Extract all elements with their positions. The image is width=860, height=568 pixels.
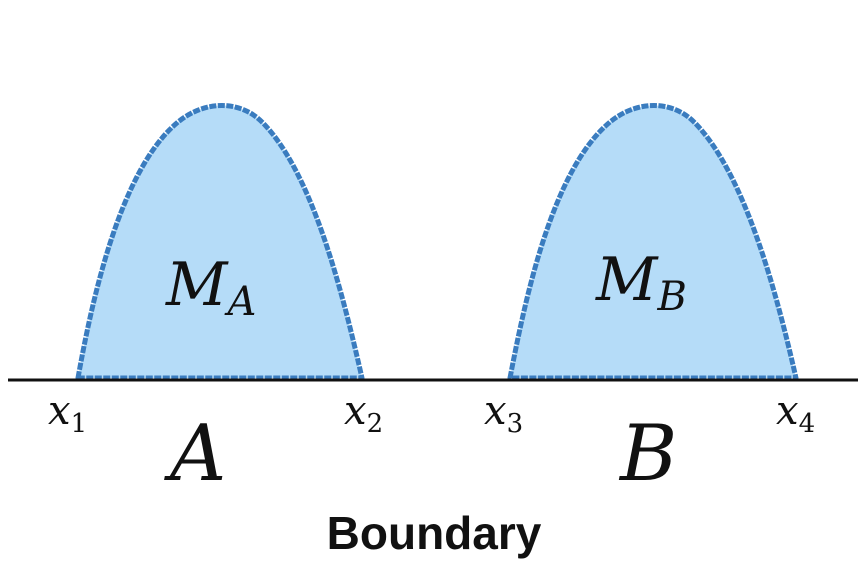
point-label-x2: x2	[344, 388, 383, 439]
region-b-shape	[507, 103, 799, 381]
mass-label-b: MB	[595, 245, 687, 320]
boundary-caption: Boundary	[327, 507, 542, 559]
point-label-x4: x4	[776, 388, 815, 439]
region-label-a: A	[164, 409, 226, 499]
mass-label-a: MA	[165, 250, 256, 325]
point-label-x1: x1	[48, 388, 87, 439]
region-label-b: B	[618, 409, 677, 499]
region-a-shape	[75, 103, 365, 381]
point-label-x3: x3	[484, 388, 523, 439]
